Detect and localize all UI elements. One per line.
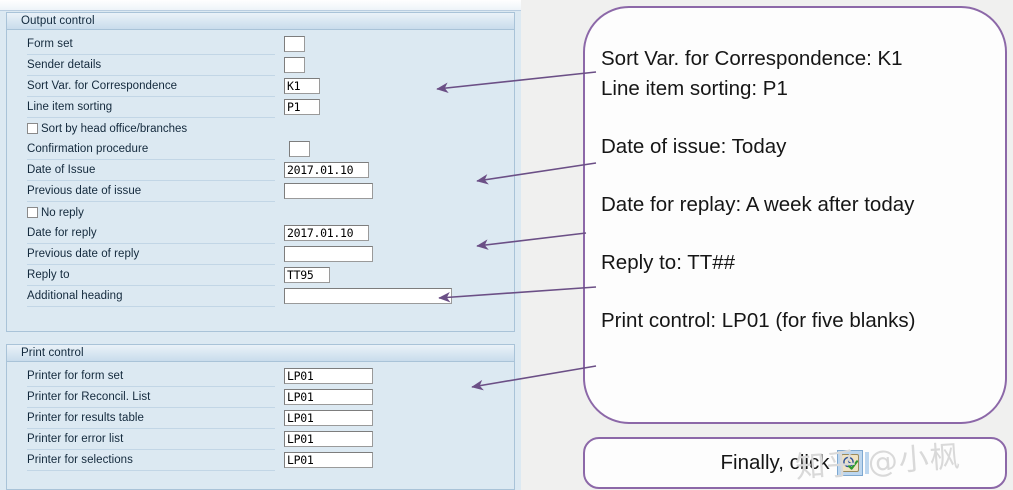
label-sender-details: Sender details — [27, 55, 275, 76]
form-row-previous-date-of-issue: Previous date of issue — [7, 181, 514, 202]
input-previous-date-of-issue[interactable] — [284, 183, 373, 199]
checkbox-sort-by-head-office[interactable] — [27, 123, 38, 134]
annotation-line-line-item-sorting: Line item sorting: P1 — [601, 77, 788, 100]
label-sort-var-correspondence: Sort Var. for Correspondence — [27, 76, 275, 97]
form-row-line-item-sorting: Line item sorting P1 — [7, 97, 514, 118]
label-printer-selections: Printer for selections — [27, 450, 275, 471]
execute-clock-check-icon[interactable] — [837, 450, 864, 476]
input-confirmation-procedure[interactable] — [289, 141, 310, 157]
input-printer-results-table[interactable]: LP01 — [284, 410, 373, 426]
label-printer-form-set: Printer for form set — [27, 366, 275, 387]
label-printer-results-table: Printer for results table — [27, 408, 275, 429]
label-sort-by-head-office: Sort by head office/branches — [41, 122, 188, 135]
label-confirmation-procedure: Confirmation procedure — [27, 139, 275, 160]
form-row-previous-date-of-reply: Previous date of reply — [7, 244, 514, 265]
label-printer-error-list: Printer for error list — [27, 429, 275, 450]
input-previous-date-of-reply[interactable] — [284, 246, 373, 262]
form-row-printer-error-list: Printer for error list LP01 — [7, 429, 514, 450]
form-row-printer-results-table: Printer for results table LP01 — [7, 408, 514, 429]
label-additional-heading: Additional heading — [27, 286, 275, 307]
input-date-for-reply[interactable]: 2017.01.10 — [284, 225, 369, 241]
input-date-of-issue[interactable]: 2017.01.10 — [284, 162, 369, 178]
annotation-finally-click-text: Finally, click — [720, 451, 830, 474]
group-print-control: Print control Printer for form set LP01 … — [6, 344, 515, 490]
input-printer-error-list[interactable]: LP01 — [284, 431, 373, 447]
annotation-line-reply-to: Reply to: TT## — [601, 251, 736, 274]
sap-selection-screen: Output control Form set Sender details S… — [0, 0, 521, 490]
form-row-additional-heading: Additional heading — [7, 286, 514, 307]
label-previous-date-of-reply: Previous date of reply — [27, 244, 275, 265]
form-row-form-set: Form set — [7, 34, 514, 55]
spacer — [601, 220, 1005, 248]
group-body-print-control: Printer for form set LP01 Printer for Re… — [7, 362, 514, 477]
execute-icon-inner — [841, 454, 860, 472]
form-row-date-for-reply: Date for reply 2017.01.10 — [7, 223, 514, 244]
form-row-date-of-issue: Date of Issue 2017.01.10 — [7, 160, 514, 181]
form-row-reply-to: Reply to TT95 — [7, 265, 514, 286]
input-printer-reconcil-list[interactable]: LP01 — [284, 389, 373, 405]
annotation-line-print-control: Print control: LP01 (for five blanks) — [601, 309, 916, 332]
group-header-print-control: Print control — [7, 345, 514, 362]
toolbar-strip — [0, 0, 521, 11]
form-row-printer-form-set: Printer for form set LP01 — [7, 366, 514, 387]
label-reply-to: Reply to — [27, 265, 275, 286]
annotation-line-date-of-issue: Date of issue: Today — [601, 135, 787, 158]
checkbox-no-reply[interactable] — [27, 207, 38, 218]
spacer — [601, 162, 1005, 190]
group-header-output-control: Output control — [7, 13, 514, 30]
label-previous-date-of-issue: Previous date of issue — [27, 181, 275, 202]
input-line-item-sorting[interactable]: P1 — [284, 99, 320, 115]
input-form-set[interactable] — [284, 36, 305, 52]
annotation-callout-bottom: Finally, click — [583, 437, 1007, 489]
form-row-printer-reconcil-list: Printer for Reconcil. List LP01 — [7, 387, 514, 408]
input-printer-selections[interactable]: LP01 — [284, 452, 373, 468]
group-output-control: Output control Form set Sender details S… — [6, 12, 515, 332]
annotation-line-date-for-replay: Date for replay: A week after today — [601, 193, 915, 216]
annotation-line-sort-var: Sort Var. for Correspondence: K1 — [601, 47, 903, 70]
checkbox-row-no-reply[interactable]: No reply — [7, 202, 514, 223]
annotation-callout-main: Sort Var. for Correspondence: K1 Line it… — [583, 6, 1007, 424]
spacer — [601, 278, 1005, 306]
label-no-reply: No reply — [41, 206, 84, 219]
input-printer-form-set[interactable]: LP01 — [284, 368, 373, 384]
input-additional-heading[interactable] — [284, 288, 452, 304]
checkbox-row-sort-by-head-office[interactable]: Sort by head office/branches — [7, 118, 514, 139]
input-sort-var-correspondence[interactable]: K1 — [284, 78, 320, 94]
group-body-output-control: Form set Sender details Sort Var. for Co… — [7, 30, 514, 313]
execute-icon-cursor — [865, 452, 870, 474]
label-date-for-reply: Date for reply — [27, 223, 275, 244]
form-row-sort-var-correspondence: Sort Var. for Correspondence K1 — [7, 76, 514, 97]
spacer — [601, 104, 1005, 132]
label-date-of-issue: Date of Issue — [27, 160, 275, 181]
label-line-item-sorting: Line item sorting — [27, 97, 275, 118]
input-reply-to[interactable]: TT95 — [284, 267, 330, 283]
input-sender-details[interactable] — [284, 57, 305, 73]
form-row-confirmation-procedure: Confirmation procedure — [7, 139, 514, 160]
form-row-printer-selections: Printer for selections LP01 — [7, 450, 514, 471]
label-form-set: Form set — [27, 34, 275, 55]
label-printer-reconcil-list: Printer for Reconcil. List — [27, 387, 275, 408]
form-row-sender-details: Sender details — [7, 55, 514, 76]
